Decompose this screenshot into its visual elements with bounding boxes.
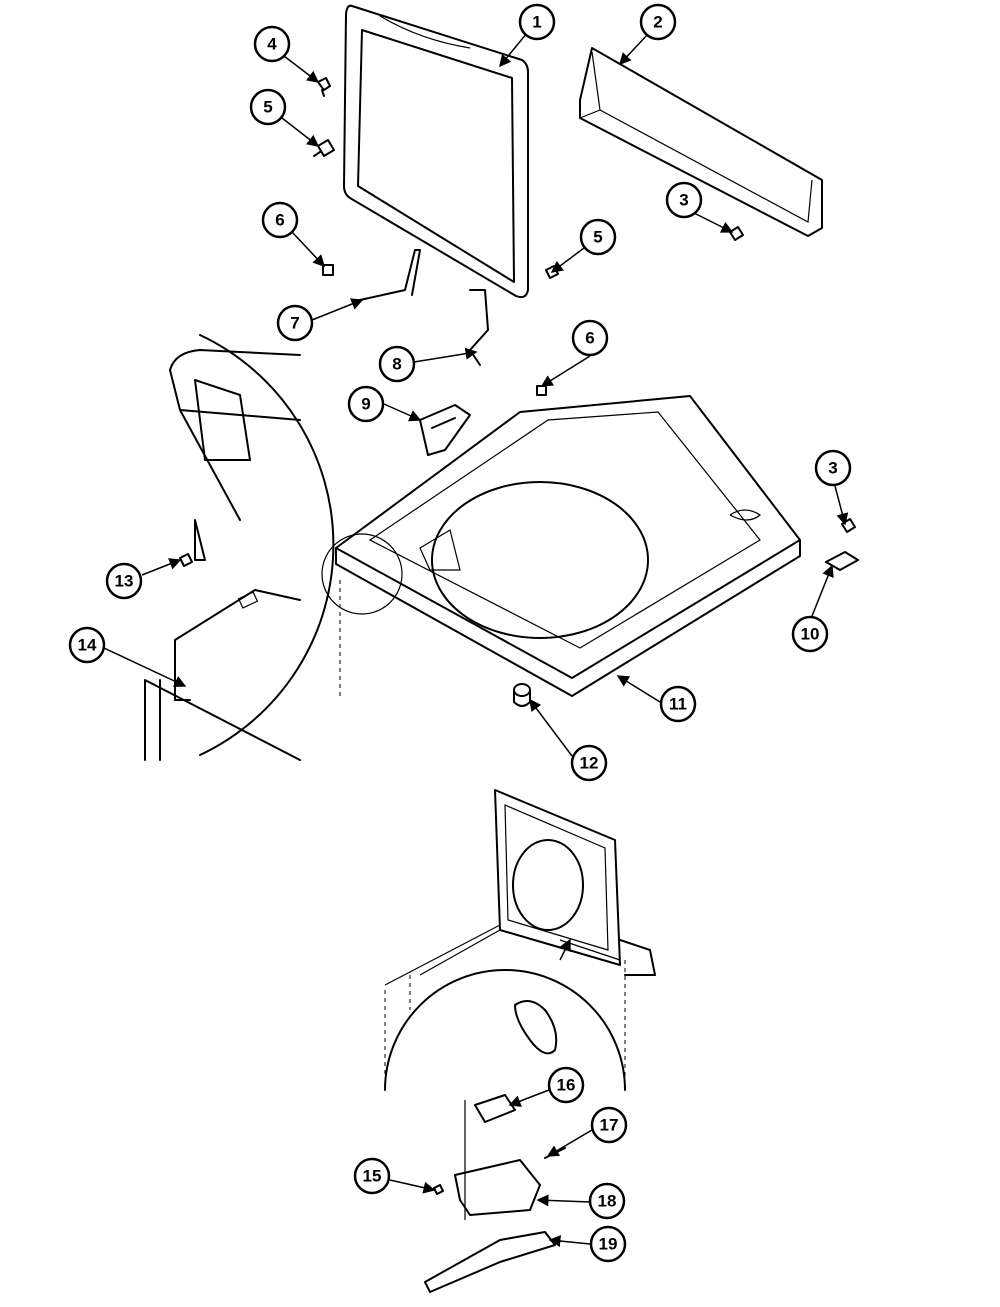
svg-text:17: 17 [600, 1116, 619, 1135]
svg-text:12: 12 [580, 754, 599, 773]
svg-text:5: 5 [593, 228, 602, 247]
callout-6-second: 6 [571, 319, 609, 357]
svg-text:16: 16 [557, 1076, 576, 1095]
detail-marker-circle [321, 533, 403, 615]
svg-text:9: 9 [361, 395, 370, 414]
svg-text:11: 11 [669, 695, 687, 714]
callout-18: 18 [588, 1182, 626, 1220]
callout-10: 10 [791, 615, 829, 653]
callout-12: 12 [570, 744, 608, 782]
svg-text:15: 15 [363, 1167, 382, 1186]
svg-text:5: 5 [263, 98, 272, 117]
callout-6: 6 [261, 201, 299, 239]
callout-11: 11 [659, 685, 697, 723]
callout-1: 1 [518, 3, 556, 41]
callout-4: 4 [253, 25, 291, 63]
svg-text:10: 10 [801, 625, 820, 644]
callout-13: 13 [105, 562, 143, 600]
callout-3-second: 3 [814, 449, 852, 487]
svg-text:2: 2 [653, 13, 662, 32]
callout-3: 3 [665, 181, 703, 219]
svg-text:8: 8 [392, 355, 401, 374]
cabinet-open-view [384, 789, 656, 1293]
leader-lines [103, 32, 849, 1248]
svg-text:19: 19 [599, 1235, 618, 1254]
callout-9: 9 [347, 385, 385, 423]
svg-text:14: 14 [78, 636, 97, 655]
callout-19: 19 [589, 1225, 627, 1263]
top-cover-part [335, 395, 801, 697]
detail-enlargement [144, 334, 335, 761]
svg-text:18: 18 [598, 1192, 617, 1211]
small-parts [179, 77, 859, 707]
callout-8: 8 [378, 345, 416, 383]
callout-16: 16 [547, 1066, 585, 1104]
callout-15: 15 [353, 1157, 391, 1195]
svg-text:1: 1 [532, 13, 541, 32]
svg-text:4: 4 [267, 35, 277, 54]
svg-text:7: 7 [290, 314, 299, 333]
rear-panel-part [579, 47, 823, 237]
svg-text:6: 6 [275, 211, 284, 230]
callout-5-second: 5 [579, 218, 617, 256]
svg-text:3: 3 [828, 459, 837, 478]
svg-text:6: 6 [585, 329, 594, 348]
callout-7: 7 [276, 304, 314, 342]
svg-text:3: 3 [679, 191, 688, 210]
callout-14: 14 [68, 626, 106, 664]
callout-2: 2 [639, 3, 677, 41]
callout-17: 17 [590, 1106, 628, 1144]
svg-text:13: 13 [115, 572, 134, 591]
lid-frame-part [343, 4, 529, 299]
callout-5: 5 [249, 88, 287, 126]
